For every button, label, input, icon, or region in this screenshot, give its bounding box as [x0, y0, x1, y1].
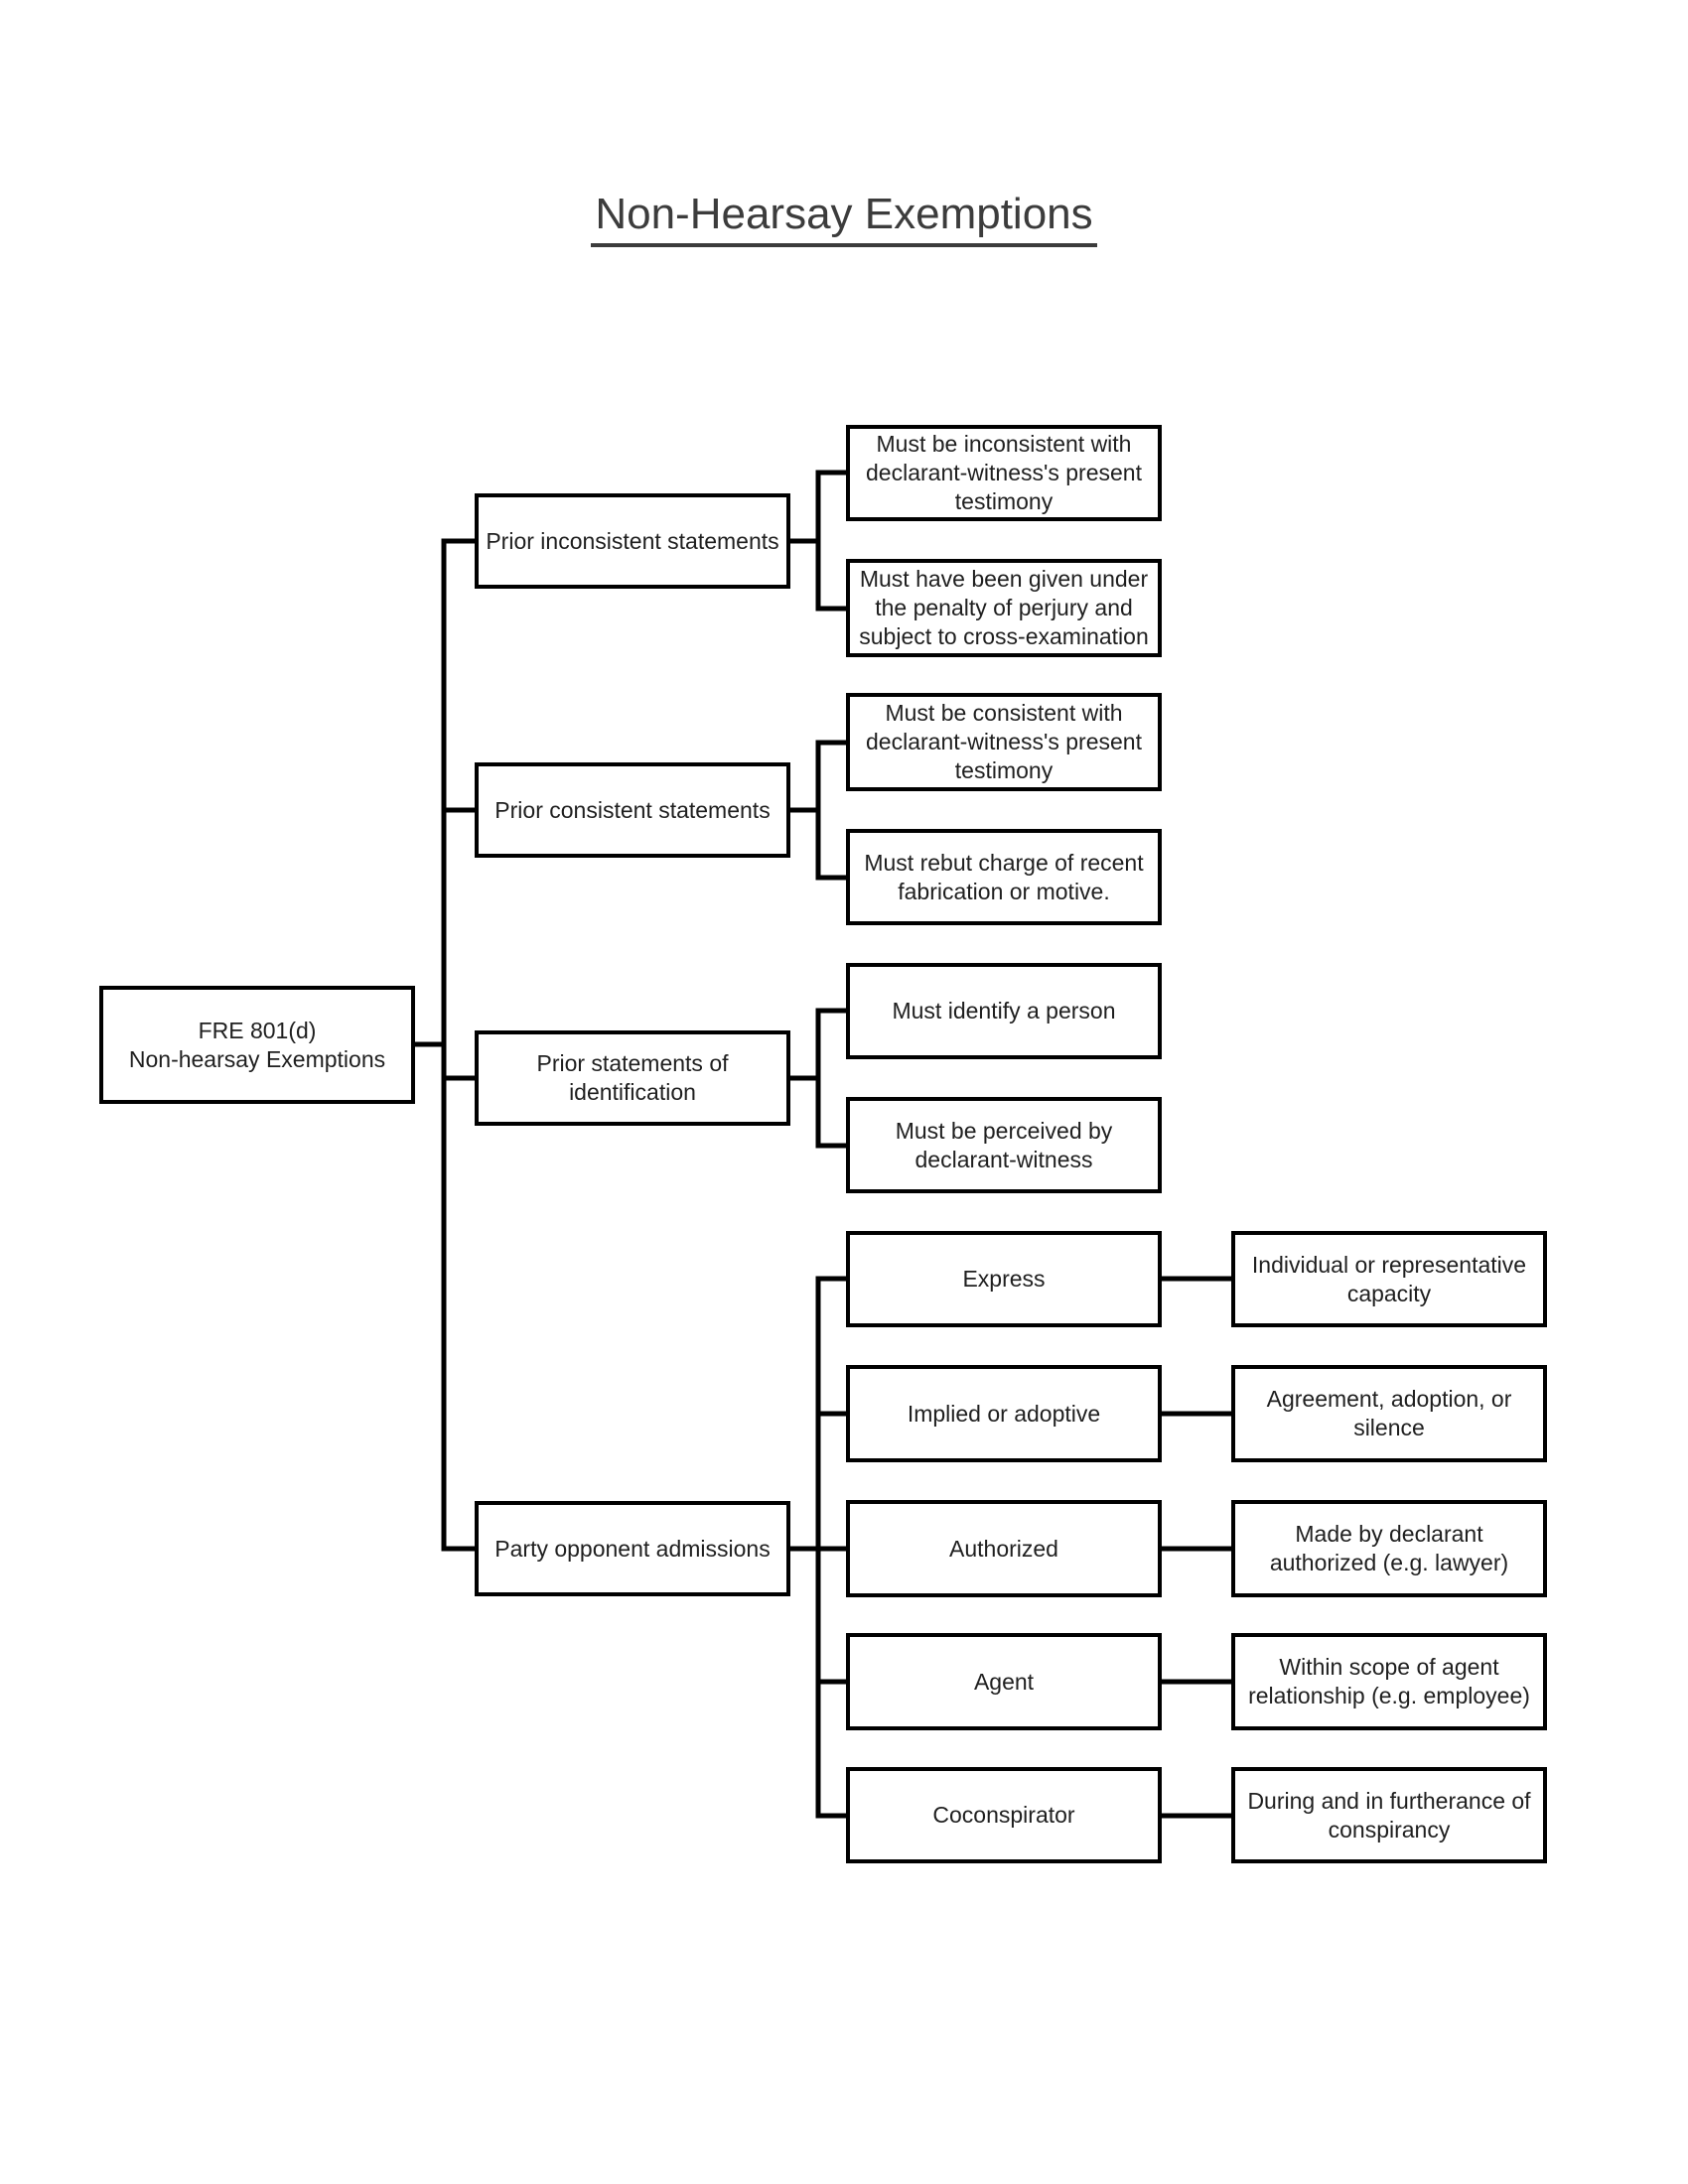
node-detail-scope-of-agent-relationship: Within scope of agent relationship (e.g.… [1231, 1633, 1547, 1730]
node-req-consistent-with-testimony: Must be consistent with declarant-witnes… [846, 693, 1162, 791]
node-admission-coconspirator: Coconspirator [846, 1767, 1162, 1863]
node-admission-express: Express [846, 1231, 1162, 1327]
node-detail-agreement-adoption-silence: Agreement, adoption, or silence [1231, 1365, 1547, 1462]
title-wrap: Non-Hearsay Exemptions [0, 191, 1688, 247]
node-admission-agent: Agent [846, 1633, 1162, 1730]
root-label-line1: FRE 801(d) [198, 1017, 317, 1043]
node-detail-declarant-authorized: Made by declarant authorized (e.g. lawye… [1231, 1500, 1547, 1597]
node-req-inconsistent-with-testimony: Must be inconsistent with declarant-witn… [846, 425, 1162, 521]
node-prior-consistent-statements: Prior consistent statements [475, 762, 790, 858]
node-detail-furtherance-of-conspiracy: During and in furtherance of conspirancy [1231, 1767, 1547, 1863]
node-party-opponent-admissions: Party opponent admissions [475, 1501, 790, 1596]
node-req-identify-person: Must identify a person [846, 963, 1162, 1059]
node-prior-statements-of-identification: Prior statements of identification [475, 1030, 790, 1126]
node-detail-individual-representative: Individual or representative capacity [1231, 1231, 1547, 1327]
node-req-rebut-fabrication: Must rebut charge of recent fabrication … [846, 829, 1162, 925]
root-label-line2: Non-hearsay Exemptions [128, 1045, 386, 1072]
node-root-fre-801d: FRE 801(d) Non-hearsay Exemptions [99, 986, 415, 1104]
node-req-perceived-by-declarant: Must be perceived by declarant-witness [846, 1097, 1162, 1193]
node-req-penalty-of-perjury: Must have been given under the penalty o… [846, 559, 1162, 657]
node-admission-implied-adoptive: Implied or adoptive [846, 1365, 1162, 1462]
node-prior-inconsistent-statements: Prior inconsistent statements [475, 493, 790, 589]
node-admission-authorized: Authorized [846, 1500, 1162, 1597]
page-title: Non-Hearsay Exemptions [591, 191, 1097, 247]
